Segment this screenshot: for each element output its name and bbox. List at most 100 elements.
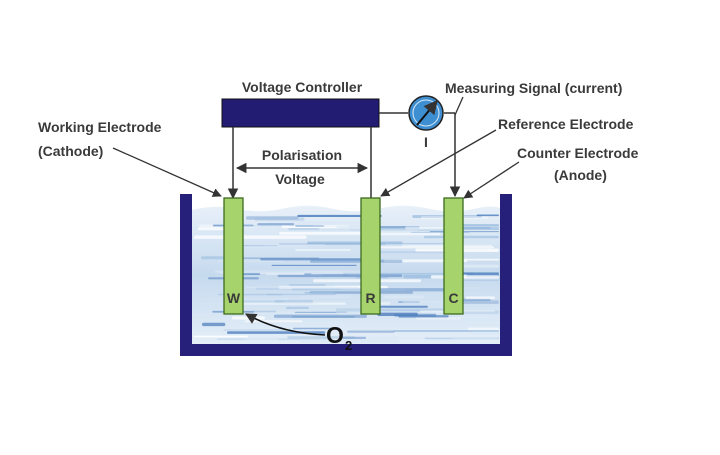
water-streak: [460, 227, 499, 231]
water-streak: [372, 251, 453, 254]
water-streak: [458, 314, 499, 319]
water: [192, 205, 500, 344]
water-streak: [455, 279, 499, 281]
water-streak: [196, 231, 299, 235]
water-streak: [236, 246, 309, 249]
oxygen-subscript: 2: [345, 338, 352, 353]
counter-electrode-pointer: [463, 161, 520, 199]
polarisation-label: Polarisation: [262, 147, 342, 163]
water-streak: [231, 316, 265, 320]
water-streak: [266, 293, 336, 296]
water-streak: [283, 229, 351, 233]
water-streak: [336, 225, 360, 229]
ammeter: [408, 95, 444, 131]
water-streak: [246, 286, 359, 289]
water-streak: [291, 316, 355, 318]
measuring-signal-label: Measuring Signal (current): [445, 80, 622, 96]
water-streak: [259, 272, 305, 275]
water-streak: [244, 320, 303, 323]
water-streak: [476, 214, 499, 217]
electrode-working: W: [223, 197, 244, 315]
water-streak: [361, 232, 441, 236]
water-streak: [364, 246, 494, 249]
water-streak: [291, 288, 407, 291]
water-streak: [246, 216, 299, 220]
oxygen-pointer: [245, 313, 326, 336]
water-streak: [369, 337, 427, 339]
water-streak: [379, 288, 447, 292]
water-streak: [287, 336, 356, 339]
water-streak: [452, 337, 498, 340]
water-streak: [253, 311, 312, 315]
water-streak: [281, 335, 399, 339]
water-streak: [461, 224, 499, 228]
water-streak: [241, 300, 284, 303]
water-streak: [294, 311, 347, 313]
reference-electrode-label: Reference Electrode: [498, 116, 634, 132]
voltage-controller-label: Voltage Controller: [242, 79, 363, 95]
water-streak: [223, 257, 319, 259]
measuring-signal-pointer: [454, 96, 464, 116]
water-streak: [214, 270, 342, 273]
water-streak: [254, 217, 305, 221]
water-streak: [193, 335, 249, 338]
working-electrode-label: Working Electrode: [38, 119, 162, 135]
water-streak: [378, 305, 428, 308]
ammeter-needle: [416, 99, 438, 126]
meter-symbol: I: [424, 134, 428, 150]
water-streak: [377, 312, 418, 316]
working-electrode-sub-label: (Cathode): [38, 143, 103, 159]
water-streak: [267, 221, 343, 224]
water-streak: [202, 322, 226, 327]
water-streak: [264, 244, 326, 246]
water-streak: [462, 272, 499, 274]
water-streak: [470, 331, 499, 335]
water-streak: [295, 225, 325, 227]
water-streak: [299, 339, 399, 343]
water-streak: [279, 231, 370, 235]
water-streak: [310, 259, 403, 263]
water-streak: [273, 314, 367, 318]
water-streak: [201, 256, 228, 260]
electrode-letter-w: W: [227, 290, 241, 306]
water-streak: [415, 317, 461, 320]
water-streak: [430, 275, 499, 279]
electrode-letter-r: R: [365, 290, 375, 306]
water-streak: [199, 303, 317, 305]
water-streak: [382, 295, 425, 299]
water-streak: [193, 235, 307, 239]
water-streak: [295, 249, 351, 251]
electrode-reference: R: [360, 197, 381, 315]
reference-electrode-pointer: [380, 129, 497, 197]
water-streak: [469, 321, 499, 324]
electrode-counter: C: [443, 197, 464, 315]
water-streak: [231, 302, 346, 305]
water-streak: [223, 329, 288, 331]
water-streak: [285, 306, 309, 309]
voltage-controller-box: [221, 98, 380, 128]
water-streak: [292, 327, 341, 330]
water-streak: [217, 338, 328, 340]
water-streak: [241, 245, 278, 247]
water-streak: [347, 330, 395, 333]
water-streak: [304, 292, 334, 294]
oxygen-label: O: [326, 322, 344, 348]
counter-electrode-sub-label: (Anode): [554, 167, 607, 183]
water-streak: [465, 296, 496, 299]
water-streak: [244, 338, 279, 340]
water-streak: [393, 330, 499, 332]
water-streak: [271, 264, 357, 266]
voltage-label: Voltage: [275, 171, 325, 187]
working-electrode-pointer: [112, 147, 222, 197]
water-streak: [260, 258, 361, 261]
water-streak: [342, 336, 367, 339]
counter-electrode-label: Counter Electrode: [517, 145, 639, 161]
water-streak: [254, 225, 289, 228]
water-streak: [335, 308, 461, 312]
water-streak: [300, 294, 354, 299]
electrode-letter-c: C: [448, 290, 458, 306]
water-streak: [461, 310, 499, 314]
water-streak: [398, 301, 420, 303]
water-streak: [257, 223, 295, 226]
